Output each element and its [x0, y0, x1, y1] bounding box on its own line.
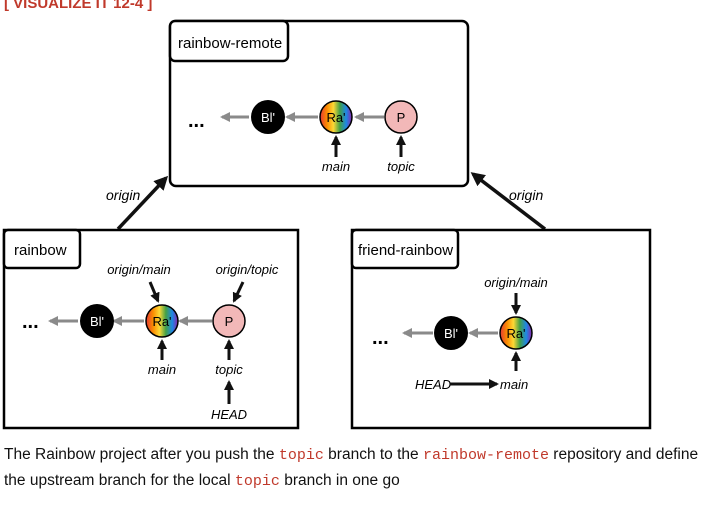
git-remote-diagram: [ VISUALIZE IT 12-4 ] rainbow-remote ...… [2, 0, 652, 430]
remote-name: rainbow-remote [178, 35, 282, 52]
remote-name-tag [168, 19, 290, 63]
local-commit-bl [80, 304, 114, 338]
remote-commit-p-label: P [397, 110, 406, 125]
friend-head-label: HEAD [415, 377, 451, 392]
friend-repository: friend-rainbow ... Bl' Ra' origin/main m… [350, 228, 652, 430]
remote-commit-bl [251, 100, 285, 134]
friend-commit-ra-label: Ra' [506, 326, 525, 341]
friend-ellipsis: ... [372, 327, 389, 349]
friend-main-label: main [500, 377, 528, 392]
caption-code-local-topic: topic [234, 473, 280, 490]
local-ellipsis: ... [22, 311, 39, 333]
local-topic-label: topic [215, 362, 243, 377]
local-origin-topic-label: origin/topic [216, 262, 279, 277]
local-name-tag [2, 228, 82, 270]
caption-text-3: repository and define the upstream branc… [4, 446, 699, 489]
origin-arrow-right [470, 172, 547, 231]
remote-commit-p [384, 100, 418, 134]
remote-main-label: main [322, 159, 350, 174]
local-repository: rainbow ... Bl' Ra' P origin/main origin… [2, 228, 300, 430]
caption-text-4: branch in one go [279, 472, 400, 489]
remote-ellipsis: ... [188, 110, 205, 132]
figure-caption: The Rainbow project after you push the t… [4, 442, 700, 494]
friend-name-tag [350, 228, 460, 270]
local-commit-p-label: P [225, 314, 234, 329]
origin-label-right: origin [509, 187, 543, 203]
local-origin-topic-pointer [232, 281, 245, 303]
remote-commit-bl-label: Bl' [261, 110, 275, 125]
remote-commit-ra-label: Ra' [326, 110, 345, 125]
origin-arrow-left [116, 175, 169, 231]
local-origin-main-pointer [148, 281, 160, 303]
friend-commit-bl-label: Bl' [444, 326, 458, 341]
friend-origin-main-label: origin/main [484, 275, 548, 290]
local-commit-ra-label: Ra' [152, 314, 171, 329]
friend-commit-ra [499, 316, 533, 350]
local-commit-p [212, 304, 246, 338]
local-origin-main-label: origin/main [107, 262, 171, 277]
section-header: [ VISUALIZE IT 12-4 ] [4, 0, 152, 12]
friend-commit-bl [434, 316, 468, 350]
caption-text-1: The Rainbow project after you push the [4, 446, 279, 463]
origin-label-left: origin [106, 187, 140, 203]
local-head-label: HEAD [211, 407, 247, 422]
local-commit-ra [145, 304, 179, 338]
caption-text-2: branch to the [323, 446, 423, 463]
friend-name: friend-rainbow [358, 242, 453, 259]
local-commit-bl-label: Bl' [90, 314, 104, 329]
caption-code-topic: topic [278, 447, 324, 464]
remote-repository: rainbow-remote ... Bl' Ra' P main topic [168, 19, 470, 188]
remote-commit-ra [319, 100, 353, 134]
remote-topic-label: topic [387, 159, 415, 174]
local-main-label: main [148, 362, 176, 377]
local-name: rainbow [14, 242, 67, 259]
caption-code-remote: rainbow-remote [422, 447, 549, 464]
